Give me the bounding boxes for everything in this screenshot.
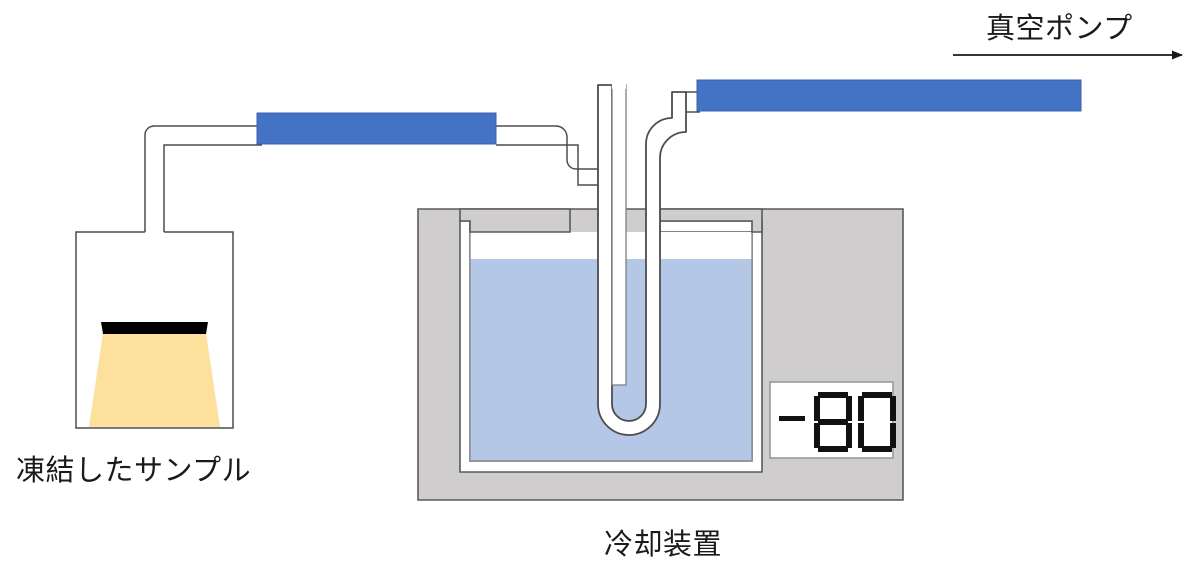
display-sign (779, 416, 805, 421)
right-connector (696, 79, 1082, 112)
label-vacuum-pump: 真空ポンプ (986, 13, 1133, 45)
cooler-lid-left (459, 208, 571, 233)
sample-cap (101, 322, 208, 334)
left-tube-right-upper (496, 125, 598, 170)
label-cooling-device: 冷却装置 (604, 529, 723, 561)
left-tube-right-lower (496, 144, 598, 186)
left-tube-upper-wall (144, 125, 262, 232)
cold-trap-outer (597, 84, 687, 436)
display-digit-8 (814, 392, 852, 452)
sample-substance (89, 333, 220, 427)
cold-trap-inner-channel (611, 84, 627, 386)
label-frozen-sample: 凍結したサンプル (16, 455, 252, 487)
bath-cavity-outline (469, 232, 753, 462)
left-connector (256, 112, 497, 145)
vacuum-arrow (953, 50, 1183, 60)
cold-trap-inner-open-top (612, 82, 626, 89)
left-tube-lower-wall (163, 144, 262, 232)
cooler-lid-right (659, 208, 763, 233)
display-digit-0 (858, 392, 896, 452)
